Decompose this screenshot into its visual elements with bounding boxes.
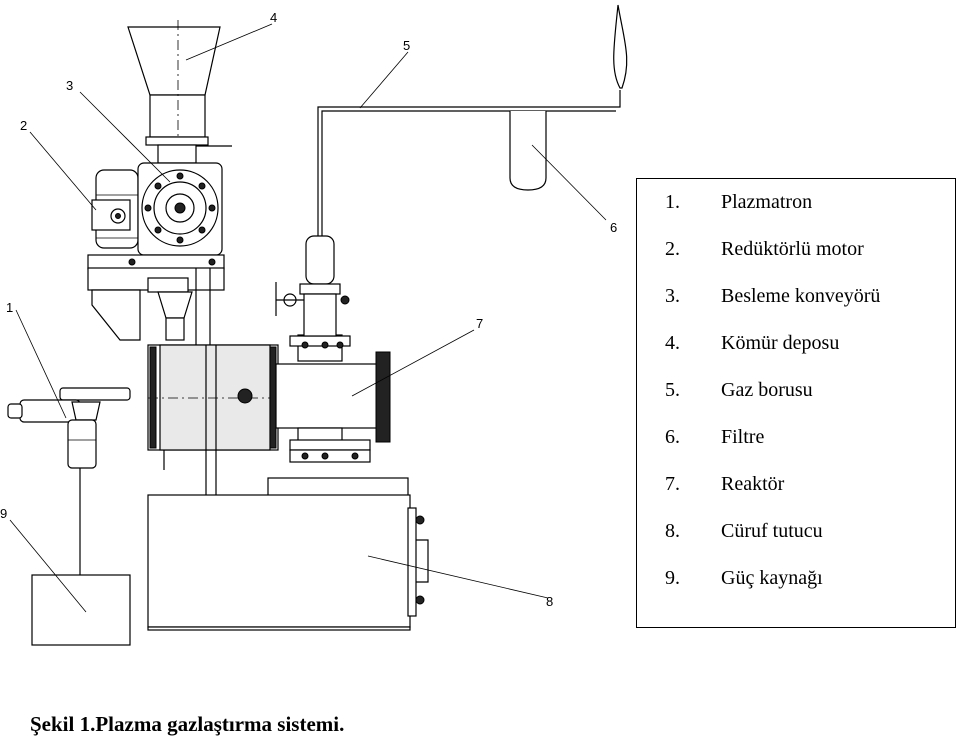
slag-catcher — [147, 477, 429, 631]
legend-number: 6. — [665, 426, 680, 448]
legend-label: Kömür deposu — [721, 332, 840, 354]
feed-conveyor — [87, 162, 225, 345]
legend-label: Besleme konveyörü — [721, 285, 881, 307]
legend-label: Güç kaynağı — [721, 567, 823, 589]
legend-label: Cüruf tutucu — [721, 520, 823, 542]
legend-item: 5. Gaz borusu — [665, 379, 813, 403]
legend-number: 9. — [665, 567, 680, 589]
legend-item: 7. Reaktör — [665, 473, 784, 497]
geared-motor — [91, 169, 139, 249]
legend-item: 2. Redüktörlü motor — [665, 238, 864, 262]
legend-item: 9. Güç kaynağı — [665, 567, 823, 591]
legend-number: 7. — [665, 473, 680, 495]
legend-item: 3. Besleme konveyörü — [665, 285, 880, 309]
plasmatron — [7, 387, 131, 575]
reactor — [147, 334, 391, 495]
legend-item: 8. Cüruf tutucu — [665, 520, 823, 544]
legend-label: Reaktör — [721, 473, 785, 495]
figure-caption: Şekil 1.Plazma gazlaştırma sistemi. — [30, 712, 345, 736]
legend-item: 4. Kömür deposu — [665, 332, 839, 356]
legend-number: 4. — [665, 332, 680, 354]
legend-item: 6. Filtre — [665, 426, 764, 450]
power-supply-box — [31, 574, 131, 646]
legend-label: Plazmatron — [721, 191, 813, 213]
callout-6: 6 — [610, 220, 617, 235]
legend-number: 8. — [665, 520, 680, 542]
legend-label: Gaz borusu — [721, 379, 813, 401]
legend-item: 1. Plazmatron — [665, 191, 812, 215]
callout-7: 7 — [476, 316, 483, 331]
legend-box: 1. Plazmatron 2. Redüktörlü motor 3. Beslem… — [636, 178, 956, 628]
legend-label: Redüktörlü motor — [721, 238, 864, 260]
callout-2: 2 — [20, 118, 27, 133]
callout-9: 9 — [0, 506, 7, 521]
callout-4: 4 — [270, 10, 277, 25]
callout-8: 8 — [546, 594, 553, 609]
legend-number: 1. — [665, 191, 680, 213]
callout-leaders — [9, 23, 607, 613]
callout-1: 1 — [6, 300, 13, 315]
legend-label: Filtre — [721, 426, 765, 448]
legend-number: 3. — [665, 285, 680, 307]
gas-pipe — [317, 90, 621, 236]
legend-number: 5. — [665, 379, 680, 401]
callout-5: 5 — [403, 38, 410, 53]
callout-3: 3 — [66, 78, 73, 93]
flare-flame-icon — [613, 4, 628, 89]
filter-vessel — [509, 111, 547, 191]
legend-number: 2. — [665, 238, 680, 260]
coal-hopper — [127, 20, 232, 164]
gas-outlet-stack — [275, 235, 350, 337]
